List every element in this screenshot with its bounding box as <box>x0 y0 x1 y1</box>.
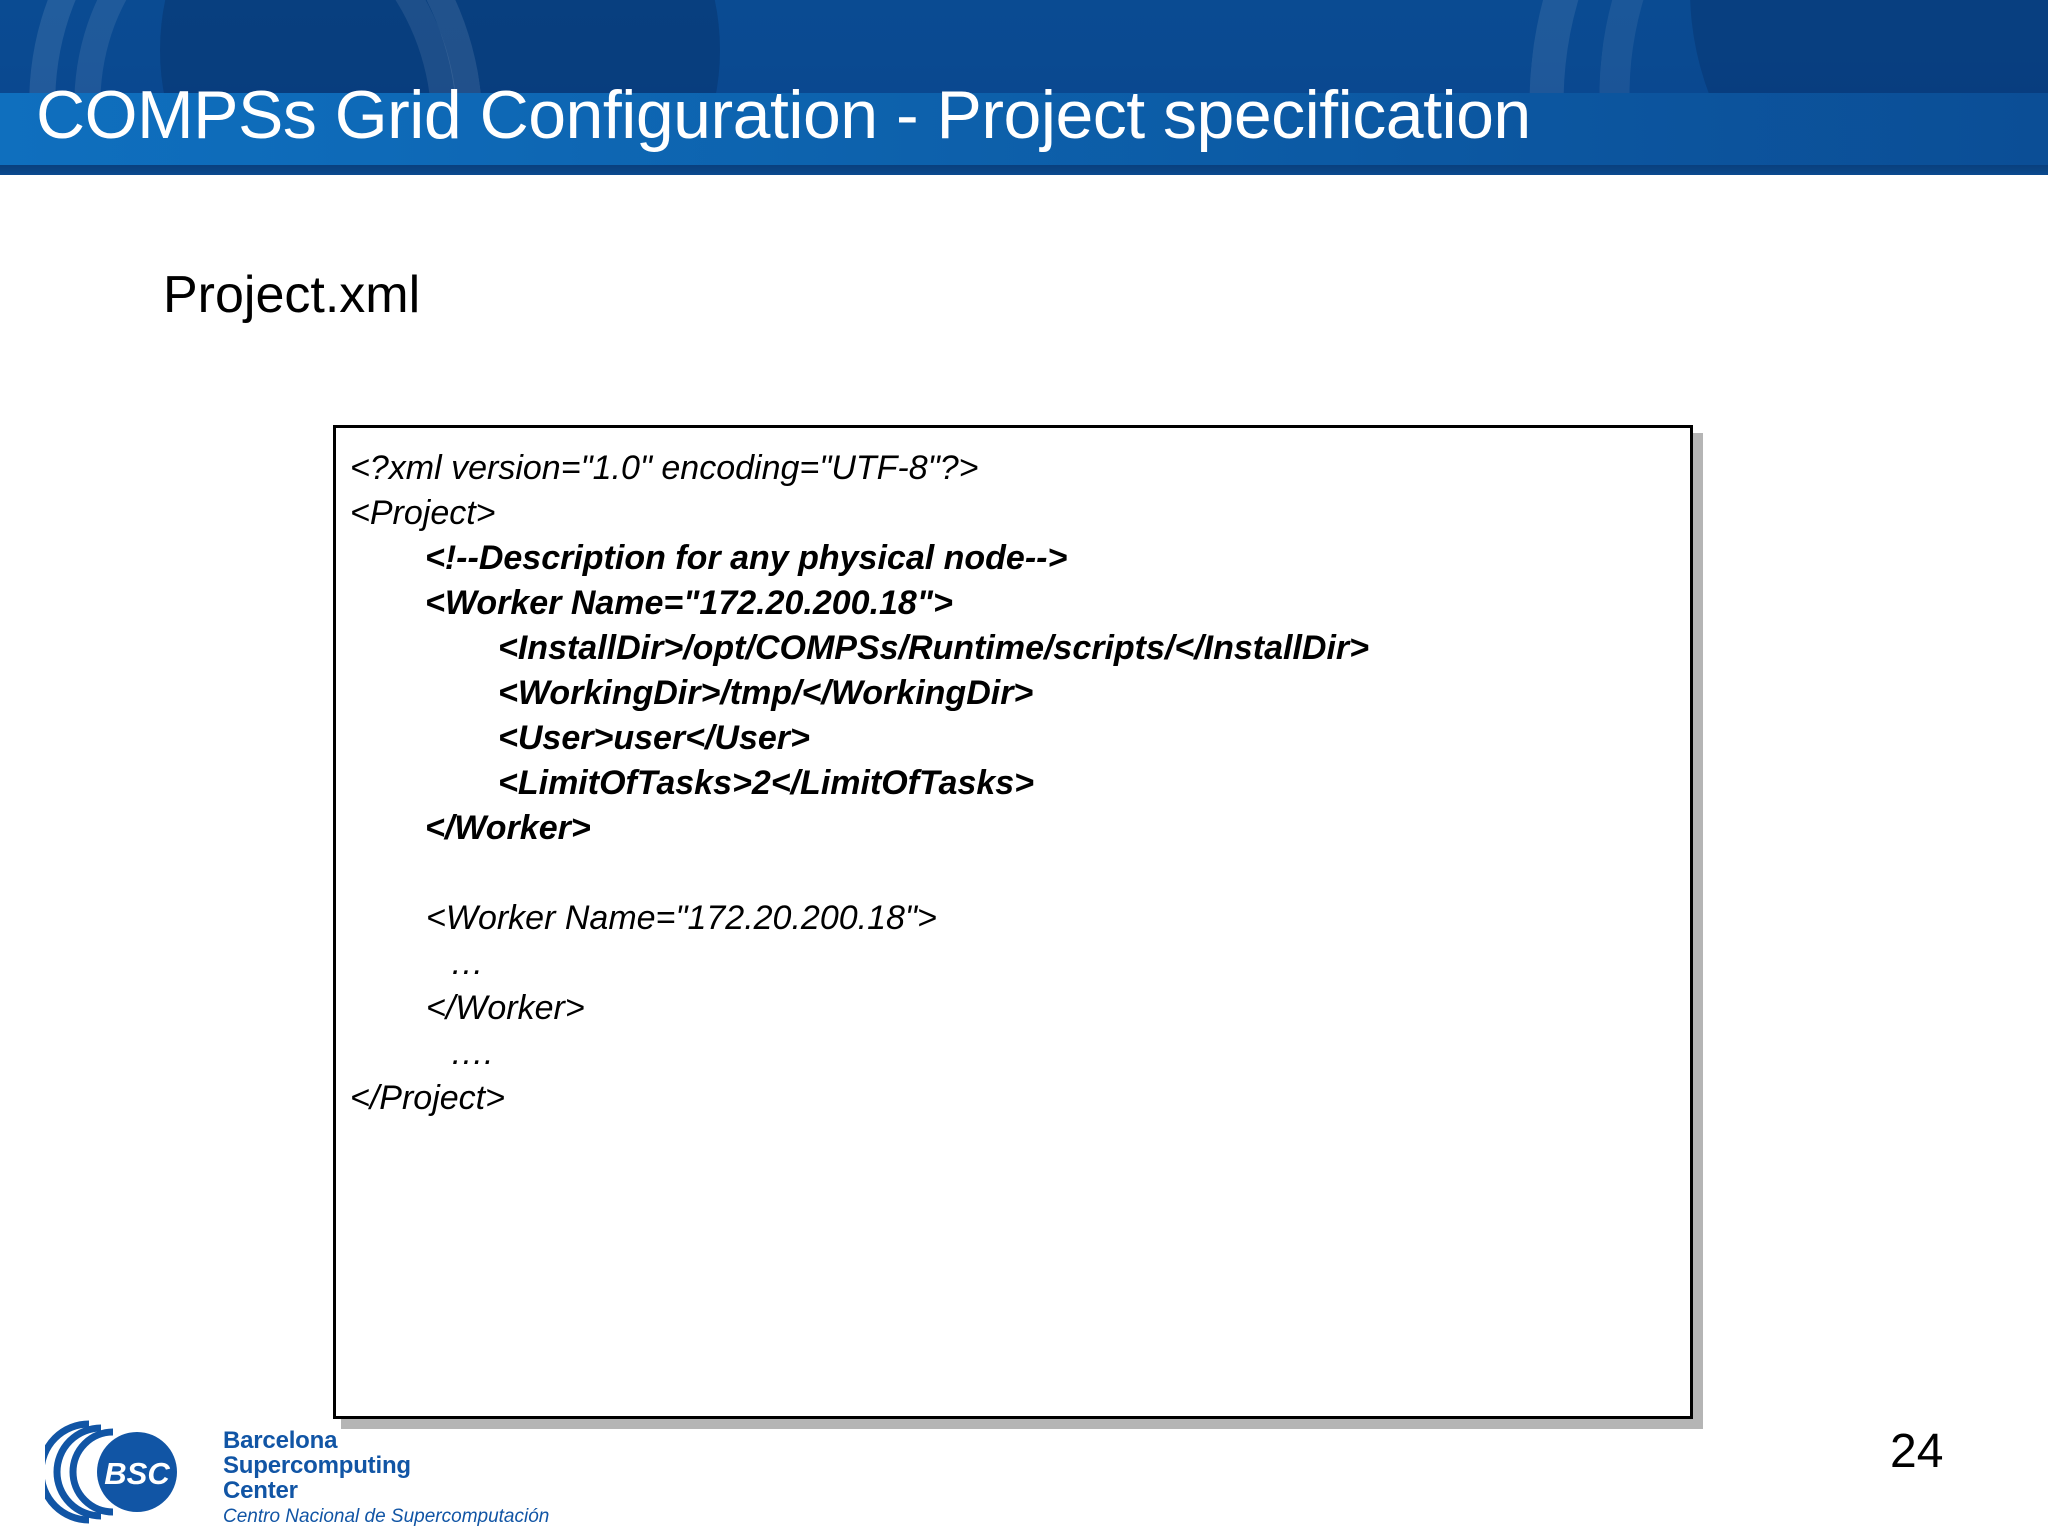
bsc-circles-icon: BSC <box>45 1420 177 1524</box>
code-line: <User>user</User> <box>498 719 810 757</box>
code-line: <Project> <box>350 494 496 532</box>
code-line: </Worker> <box>426 989 585 1027</box>
bsc-subtitle: Centro Nacional de Supercomputación <box>223 1506 550 1527</box>
code-line: <InstallDir>/opt/COMPSs/Runtime/scripts/… <box>498 629 1370 667</box>
bsc-line-barcelona: Barcelona <box>223 1427 338 1454</box>
code-line <box>336 851 1690 896</box>
bsc-wordmark: Barcelona Supercomputing Center Centro N… <box>223 1427 550 1529</box>
bsc-line-supercomputing: Supercomputing <box>223 1452 411 1479</box>
code-line: <?xml version="1.0" encoding="UTF-8"?> <box>350 449 979 487</box>
slide-header-banner: COMPSs Grid Configuration - Project spec… <box>0 0 2048 175</box>
slide-title: COMPSs Grid Configuration - Project spec… <box>36 77 1531 153</box>
code-line: </Project> <box>350 1079 505 1117</box>
header-bottom-band <box>0 93 2048 165</box>
code-line: <WorkingDir>/tmp/</WorkingDir> <box>498 674 1034 712</box>
slide-subtitle: Project.xml <box>163 266 421 324</box>
code-line: <Worker Name="172.20.200.18"> <box>426 899 937 937</box>
code-line: …. <box>450 1034 494 1072</box>
bsc-logo: BSC Barcelona Supercomputing Center Cent… <box>45 1418 549 1530</box>
code-line: … <box>450 944 484 982</box>
code-line: </Worker> <box>425 809 591 847</box>
header-top-band <box>0 0 2048 93</box>
header-bottom-rule <box>0 165 2048 175</box>
code-block: <?xml version="1.0" encoding="UTF-8"?> <P… <box>333 425 1693 1419</box>
bsc-acronym: BSC <box>104 1456 170 1491</box>
code-line: <!--Description for any physical node--> <box>425 539 1068 577</box>
code-line: <Worker Name="172.20.200.18"> <box>425 584 953 622</box>
bsc-line-center: Center <box>223 1477 298 1504</box>
code-line: <LimitOfTasks>2</LimitOfTasks> <box>498 764 1035 802</box>
page-number: 24 <box>1890 1425 1944 1478</box>
